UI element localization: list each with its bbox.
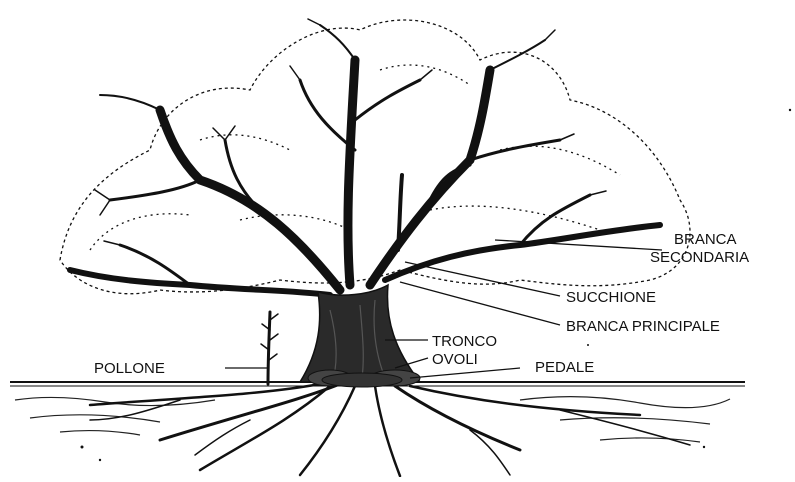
label-ovoli: OVOLI bbox=[432, 351, 478, 368]
leader-branca-principale bbox=[400, 282, 560, 325]
ground bbox=[10, 382, 745, 442]
label-tronco: TRONCO bbox=[432, 333, 497, 350]
canopy-foliage bbox=[60, 20, 690, 294]
labels: BRANCA SECONDARIA SUCCHIONE BRANCA PRINC… bbox=[94, 231, 749, 377]
ovoli-pedale bbox=[308, 370, 420, 387]
branches bbox=[70, 19, 660, 295]
label-branca-secondaria-2: SECONDARIA bbox=[650, 249, 749, 266]
label-branca-principale: BRANCA PRINCIPALE bbox=[566, 318, 720, 335]
leader-succhione bbox=[405, 262, 560, 296]
label-branca-secondaria-1: BRANCA bbox=[674, 231, 737, 248]
leader-pedale bbox=[410, 368, 520, 378]
label-pedale: PEDALE bbox=[535, 359, 594, 376]
label-succhione: SUCCHIONE bbox=[566, 289, 656, 306]
trunk bbox=[300, 285, 420, 382]
pollone-sprout bbox=[261, 312, 278, 384]
label-pollone: POLLONE bbox=[94, 360, 165, 377]
